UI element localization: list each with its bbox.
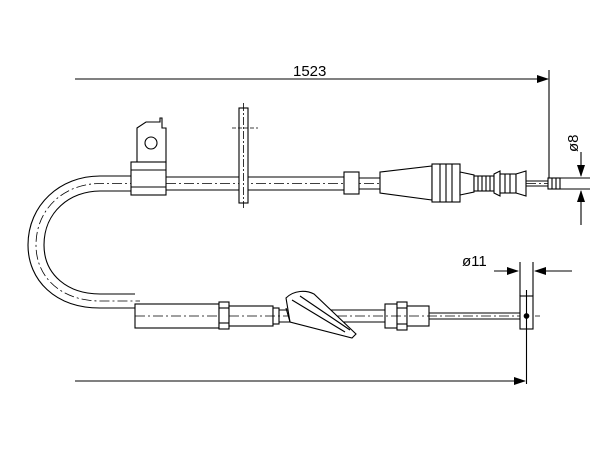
cable-centerline (35, 183, 140, 302)
cable-lower-run (134, 301, 540, 331)
cable-upper-run (27, 175, 344, 309)
diameter-8-label: ø8 (565, 134, 582, 152)
length-label: 1523 (293, 63, 326, 80)
diameter-8-dimension (560, 152, 590, 225)
length-dimension (75, 70, 550, 185)
angled-clip (285, 290, 357, 339)
threaded-end-fitting (473, 170, 561, 197)
mounting-bracket (130, 117, 167, 196)
grommet-plate (232, 103, 258, 208)
diameter-11-label: ø11 (462, 253, 487, 270)
end-eye-fitting (519, 290, 534, 384)
diameter-11-dimension (494, 262, 572, 296)
end-housing (379, 163, 475, 203)
ferrule (343, 171, 380, 195)
